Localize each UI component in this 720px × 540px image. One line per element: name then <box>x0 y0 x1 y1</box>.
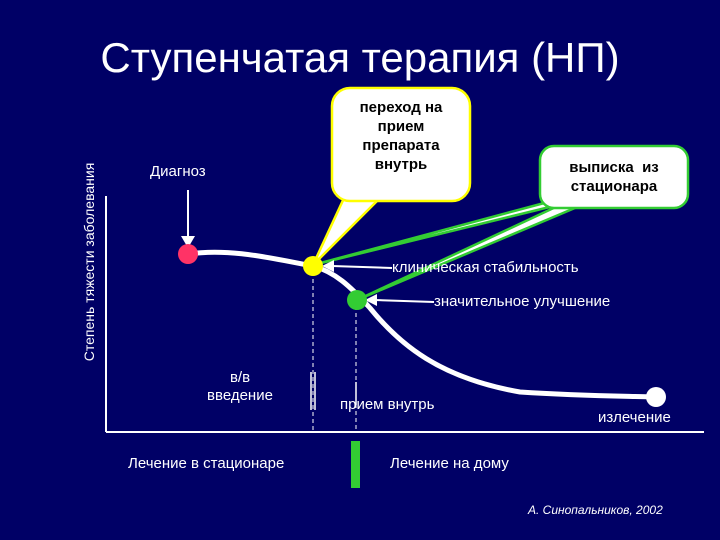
clinical-stability-label: клиническая стабильность <box>392 259 579 276</box>
discharge-callout-line: выписка из <box>569 159 659 176</box>
discharge-callout: выписка из стационара <box>546 158 682 196</box>
oral-switch-callout-line: прием <box>377 118 425 135</box>
discharge-callout-pointer-b <box>356 203 583 302</box>
diagnosis-label: Диагноз <box>150 163 206 180</box>
stability-arrow-head <box>322 260 334 272</box>
cure-point <box>646 387 666 407</box>
slide-title: Ступенчатая терапия (НП) <box>100 34 620 81</box>
oral-switch-callout-line: препарата <box>362 137 440 154</box>
inpatient-treatment-label: Лечение в стационаре <box>128 455 285 472</box>
disease-course-curve <box>185 249 658 400</box>
improvement-arrow-line <box>374 299 435 303</box>
oral-switch-callout: переход на прием препарата внутрь <box>340 98 462 174</box>
diagnosis-point <box>178 244 198 264</box>
discharge-callout-line: стационара <box>570 178 658 195</box>
oral-switch-callout-line: внутрь <box>374 156 428 173</box>
home-treatment-label: Лечение на дому <box>390 455 509 472</box>
stability-arrow-line <box>331 265 393 269</box>
oral-intake-label: прием внутрь <box>340 396 435 413</box>
oral-switch-callout-line: переход на <box>359 99 443 116</box>
stability-point <box>303 256 323 276</box>
iv-label-line: в/в <box>229 369 251 386</box>
iv-label-line: введение <box>207 387 273 404</box>
diagnosis-arrow-head <box>181 236 195 248</box>
discharge-callout-border <box>538 144 690 210</box>
author-credit: А. Синопальников, 2002 <box>528 503 663 517</box>
improvement-point <box>347 290 367 310</box>
improvement-arrow-head <box>365 294 377 306</box>
care-setting-divider <box>351 441 360 488</box>
iv-label: в/в введение <box>180 369 300 405</box>
significant-improvement-label: значительное улучшение <box>434 293 611 310</box>
cure-label: излечение <box>598 409 671 426</box>
y-axis-label: Степень тяжести заболевания <box>81 162 97 362</box>
